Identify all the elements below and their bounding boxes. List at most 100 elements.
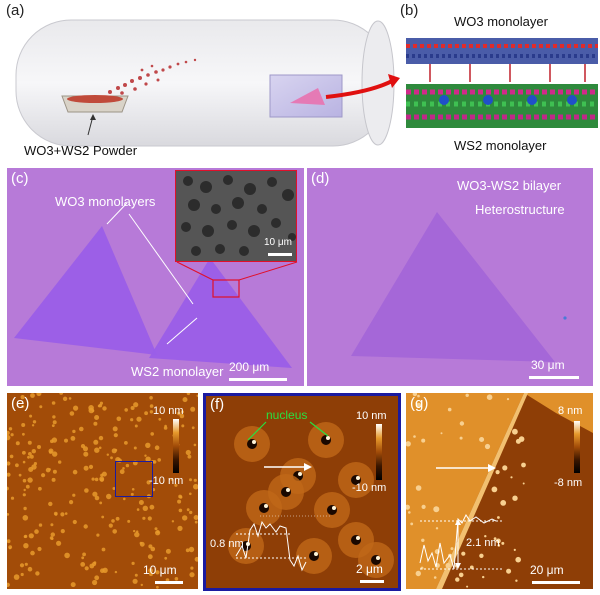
afm-grain — [64, 438, 68, 443]
afm-grain — [64, 512, 68, 515]
afm-grain — [83, 524, 88, 529]
ws2-monolayer-label: WS2 monolayer — [454, 138, 547, 153]
ws2-flake-right — [149, 258, 292, 368]
afm-grain — [94, 477, 99, 482]
afm-grain — [417, 394, 420, 398]
nucleus-highlight — [332, 506, 336, 510]
afm-grain — [7, 582, 10, 587]
cb-max-e: 10 nm — [153, 405, 184, 417]
afm-grain — [114, 448, 118, 452]
afm-grain — [179, 413, 185, 419]
afm-grain — [144, 411, 149, 416]
afm-grain — [413, 435, 416, 438]
afm-grain — [149, 404, 154, 408]
afm-grain — [193, 515, 198, 520]
afm-grain — [51, 401, 56, 405]
afm-grain — [84, 488, 89, 493]
colorbar-f — [376, 424, 382, 480]
cb-min-e: -10 nm — [149, 475, 184, 487]
afm-grain — [146, 480, 151, 485]
afm-grain — [157, 458, 161, 462]
afm-grain — [148, 568, 154, 573]
afm-grain — [500, 500, 507, 506]
afm-grain — [188, 546, 195, 553]
nucleus-highlight — [264, 504, 268, 508]
afm-grain — [154, 445, 160, 450]
afm-grain — [497, 544, 501, 547]
afm-grain — [484, 535, 487, 538]
ws2-monolayer-label-c: WS2 monolayer — [131, 364, 224, 379]
afm-grain — [72, 519, 77, 525]
afm-grain — [49, 536, 54, 540]
afm-grain — [24, 562, 28, 566]
height-label-g: 2.1 nm — [466, 537, 500, 549]
afm-grain — [155, 570, 160, 575]
afm-grain — [20, 395, 25, 400]
afm-grain — [73, 405, 79, 411]
afm-grain — [189, 510, 193, 515]
afm-grain — [22, 450, 26, 455]
afm-grain — [48, 468, 51, 471]
afm-grain — [149, 572, 153, 577]
ws2-flake-left — [14, 226, 157, 355]
red-arrow — [325, 78, 395, 99]
afm-grain — [102, 567, 108, 573]
afm-grain — [112, 529, 117, 534]
scale-text-d: 30 μm — [531, 358, 565, 372]
afm-grain — [501, 541, 505, 545]
afm-grain — [39, 405, 43, 409]
nucleus-highlight — [356, 536, 360, 540]
afm-grain — [8, 547, 12, 550]
afm-grain — [165, 548, 171, 554]
afm-grain — [185, 548, 190, 553]
panel-c: 10 μm (c) WO3 monolayers WS2 monolayer 2… — [7, 168, 304, 386]
afm-grain — [130, 418, 134, 422]
afm-grain — [124, 408, 128, 412]
panel-a: (a) WO3+WS2 Powder — [0, 0, 400, 170]
afm-grain — [89, 563, 95, 569]
afm-grain — [522, 482, 525, 485]
panel-g: 8 nm -8 nm 2.1 nm (g) 20 μm — [406, 393, 593, 589]
afm-grain — [147, 554, 153, 560]
afm-grain — [52, 451, 58, 457]
afm-grain — [92, 491, 98, 497]
afm-grain — [416, 402, 422, 408]
afm-grain — [99, 477, 104, 482]
afm-grain — [134, 424, 138, 428]
afm-grain — [52, 415, 56, 419]
afm-grain — [174, 577, 179, 581]
afm-grain — [147, 516, 152, 521]
afm-grain — [69, 411, 75, 416]
scale-bar-d — [529, 376, 579, 379]
furnace-tube-illustration — [15, 19, 400, 147]
panel-f-label: (f) — [210, 396, 225, 413]
heterostructure-title-2: Heterostructure — [475, 202, 565, 217]
afm-grain — [459, 421, 465, 426]
bilayer-flake — [351, 212, 555, 362]
afm-grain — [102, 406, 107, 411]
afm-grain — [60, 512, 65, 517]
afm-grain — [7, 513, 10, 516]
afm-grain — [484, 443, 491, 450]
afm-grain — [34, 529, 39, 534]
afm-grain — [182, 515, 188, 521]
afm-grain — [37, 546, 42, 552]
scale-text-c: 200 μm — [229, 360, 270, 374]
nucleus-highlight — [286, 488, 290, 492]
afm-grain — [415, 570, 421, 577]
afm-grain — [191, 426, 195, 430]
afm-grain — [92, 579, 98, 586]
afm-grain — [123, 497, 126, 501]
afm-grain — [415, 485, 422, 491]
afm-grain — [185, 449, 191, 456]
cb-min-g: -8 nm — [554, 477, 583, 489]
afm-grain — [515, 579, 518, 582]
nucleus-highlight — [356, 476, 360, 480]
scale-bar-g — [532, 581, 580, 584]
afm-grain — [106, 453, 110, 456]
afm-grain — [108, 523, 113, 528]
afm-grain — [22, 493, 26, 497]
afm-grain — [458, 572, 464, 578]
afm-grain — [94, 447, 100, 453]
